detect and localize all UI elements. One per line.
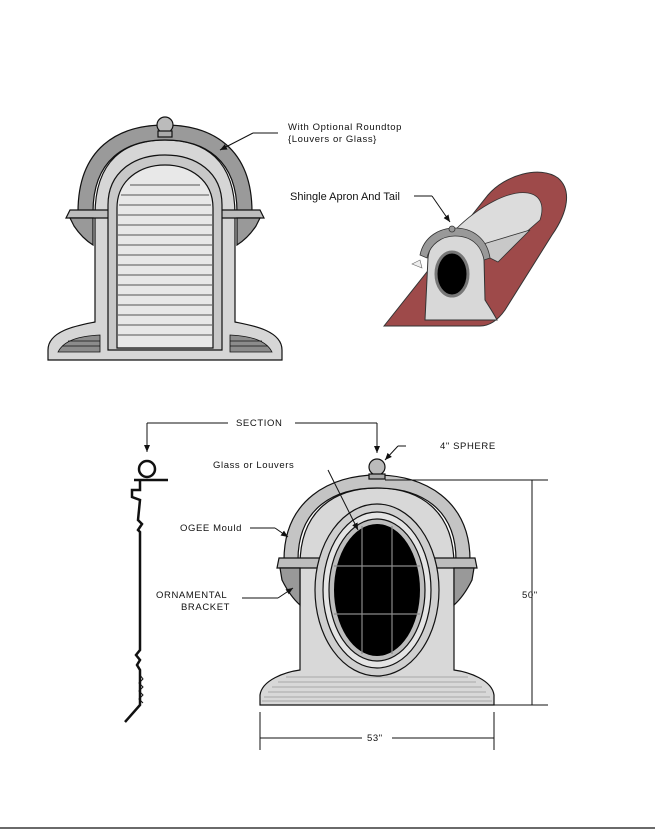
- perspective-dormer-view: [382, 171, 568, 327]
- louvered-dormer-elevation: [47, 116, 283, 361]
- right-base-vent: [229, 334, 273, 353]
- glass-dormer-elevation: [259, 458, 495, 706]
- section-label: SECTION: [236, 418, 282, 429]
- section-profile: [124, 459, 168, 723]
- ornamental-bracket-label-line1: ORNAMENTAL: [156, 590, 227, 601]
- glass-finial-sphere: [368, 458, 386, 476]
- roundtop-label-line1: With Optional Roundtop: [288, 122, 402, 133]
- height-dimension: 50": [385, 479, 548, 706]
- section-profile-line: [124, 478, 168, 723]
- ornamental-bracket-callout: ORNAMENTAL BRACKET: [156, 587, 294, 613]
- ornamental-bracket-label-line2: BRACKET: [181, 602, 230, 613]
- glass-or-louvers-label: Glass or Louvers: [213, 460, 294, 471]
- right-ornamental-bracket: [453, 567, 475, 607]
- ogee-mould-label: OGEE Mould: [180, 523, 242, 534]
- left-ornamental-bracket: [279, 567, 301, 607]
- width-dimension: 53": [259, 712, 495, 750]
- louver-panel: [116, 164, 214, 349]
- roundtop-label-line2: {Louvers or Glass}: [288, 134, 377, 145]
- shingle-apron-callout: Shingle Apron And Tail: [290, 191, 451, 223]
- sphere-callout: 4" SPHERE: [384, 441, 496, 461]
- base-apron-stripes: [262, 676, 492, 702]
- section-callout: SECTION: [144, 418, 380, 453]
- shingle-apron-label: Shingle Apron And Tail: [290, 191, 400, 203]
- glass-louvers-callout: Glass or Louvers: [213, 460, 359, 531]
- roundtop-callout: With Optional Roundtop {Louvers or Glass…: [219, 122, 402, 151]
- height-dimension-label: 50": [522, 590, 538, 601]
- louver-slats: [118, 184, 212, 336]
- right-bracket: [236, 217, 261, 247]
- ogee-mould-callout: OGEE Mould: [180, 523, 289, 538]
- left-base-vent: [57, 334, 101, 353]
- window-muntins: [334, 526, 420, 654]
- sphere-label: 4" SPHERE: [440, 441, 496, 452]
- section-sphere: [137, 459, 157, 479]
- width-dimension-label: 53": [367, 733, 383, 744]
- oval-glass-window: [334, 524, 420, 656]
- perspective-window: [434, 250, 470, 298]
- left-bracket: [69, 217, 94, 247]
